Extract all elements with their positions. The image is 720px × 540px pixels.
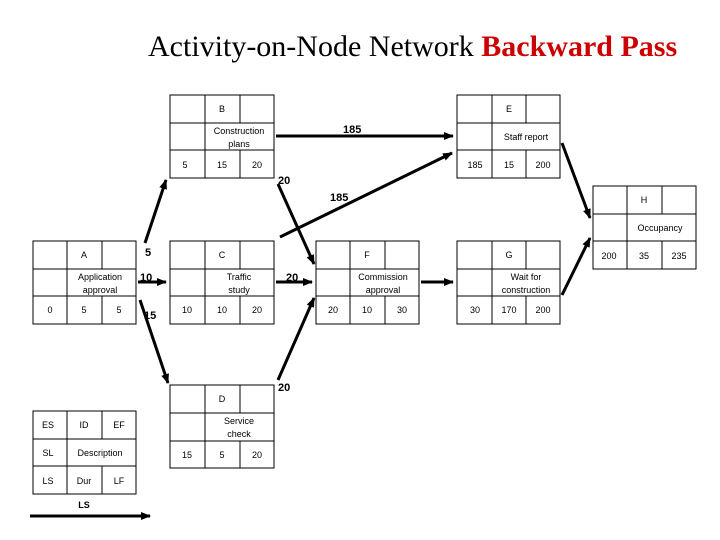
legend-node bbox=[32, 410, 137, 495]
label-e-from-c: 185 bbox=[330, 192, 348, 204]
node-E bbox=[456, 94, 561, 179]
node-D-id: D bbox=[219, 394, 226, 404]
node-H-id: H bbox=[641, 195, 648, 205]
node-D-dur: 5 bbox=[219, 450, 224, 460]
legend-lf: LF bbox=[114, 476, 125, 486]
arrow-c-to-e bbox=[279, 151, 453, 239]
node-F-dur: 10 bbox=[362, 305, 372, 315]
title-main: Activity-on-Node Network bbox=[148, 30, 474, 63]
node-B-es: 5 bbox=[182, 160, 187, 170]
node-C-desc-2: study bbox=[228, 285, 250, 295]
node-C bbox=[169, 240, 275, 325]
node-F-es: 20 bbox=[328, 305, 338, 315]
legend-sl: SL bbox=[42, 448, 53, 458]
label-a-to-b: 5 bbox=[145, 247, 151, 259]
legend-description: Description bbox=[77, 448, 122, 458]
arrow-d-to-f bbox=[276, 297, 316, 381]
node-H-ef: 235 bbox=[671, 251, 686, 261]
node-G-id: G bbox=[505, 250, 512, 260]
node-H-desc-1: Occupancy bbox=[637, 223, 683, 233]
node-G-desc-1: Wait for bbox=[511, 272, 542, 282]
arrow-a-to-d bbox=[138, 299, 170, 384]
node-D-es: 15 bbox=[182, 450, 192, 460]
legend-arrow-label: LS bbox=[78, 500, 90, 510]
node-A-es: 0 bbox=[47, 305, 52, 315]
node-C-id: C bbox=[219, 250, 226, 260]
node-A-dur: 5 bbox=[81, 305, 86, 315]
node-C-desc-1: Traffic bbox=[227, 272, 252, 282]
node-E-desc-1: Staff report bbox=[504, 132, 549, 142]
legend-ef: EF bbox=[113, 420, 125, 430]
node-G-ef: 200 bbox=[535, 305, 550, 315]
node-E-es: 185 bbox=[467, 160, 482, 170]
node-C-dur: 10 bbox=[217, 305, 227, 315]
legend-dur: Dur bbox=[77, 476, 92, 486]
node-G-desc-2: construction bbox=[502, 285, 551, 295]
node-F-id: F bbox=[364, 250, 370, 260]
label-a-to-d: 15 bbox=[144, 310, 156, 322]
page-title: Activity-on-Node Network Backward Pass bbox=[148, 30, 677, 64]
node-E-ef: 200 bbox=[535, 160, 550, 170]
node-E-dur: 15 bbox=[504, 160, 514, 170]
label-a-to-c: 10 bbox=[140, 272, 152, 284]
node-H-dur: 35 bbox=[639, 251, 649, 261]
node-G-dur: 170 bbox=[501, 305, 516, 315]
node-D bbox=[169, 384, 275, 469]
legend-es: ES bbox=[42, 420, 54, 430]
node-A-desc-2: approval bbox=[83, 285, 118, 295]
node-B-desc-1: Construction bbox=[214, 126, 265, 136]
title-highlight: Backward Pass bbox=[481, 30, 678, 63]
node-H bbox=[592, 185, 697, 270]
node-F-ef: 30 bbox=[397, 305, 407, 315]
node-F-desc-2: approval bbox=[366, 285, 401, 295]
node-D-desc-2: check bbox=[227, 429, 251, 439]
node-C-ef: 20 bbox=[252, 305, 262, 315]
legend-ls: LS bbox=[42, 476, 53, 486]
node-F-desc-1: Commission bbox=[358, 272, 408, 282]
node-A-desc-1: Application bbox=[78, 272, 122, 282]
node-B-ef: 20 bbox=[252, 160, 262, 170]
legend-id: ID bbox=[80, 420, 90, 430]
label-c-to-f: 20 bbox=[286, 272, 298, 284]
node-H-es: 200 bbox=[601, 251, 616, 261]
node-F bbox=[315, 240, 420, 325]
label-b-to-e: 185 bbox=[343, 124, 361, 136]
label-d-to-f: 20 bbox=[278, 382, 290, 394]
node-A bbox=[32, 240, 137, 325]
arrow-e-to-h bbox=[560, 142, 592, 219]
label-b-in: 20 bbox=[278, 175, 290, 187]
node-B bbox=[169, 94, 275, 179]
arrow-b-to-f bbox=[276, 183, 316, 265]
arrow-g-to-h bbox=[560, 237, 592, 296]
node-B-desc-2: plans bbox=[228, 139, 250, 149]
node-A-ef: 5 bbox=[116, 305, 121, 315]
node-G bbox=[456, 240, 561, 325]
arrow-a-to-b bbox=[143, 179, 168, 244]
node-C-es: 10 bbox=[182, 305, 192, 315]
node-A-id: A bbox=[81, 250, 87, 260]
node-B-id: B bbox=[219, 104, 225, 114]
node-D-desc-1: Service bbox=[224, 416, 254, 426]
node-B-dur: 15 bbox=[217, 160, 227, 170]
node-D-ef: 20 bbox=[252, 450, 262, 460]
node-E-id: E bbox=[506, 104, 512, 114]
node-G-es: 30 bbox=[470, 305, 480, 315]
